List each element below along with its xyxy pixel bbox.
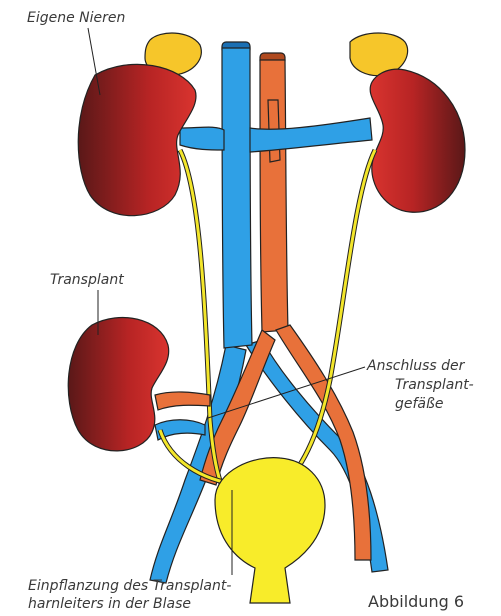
label-ureter-implant-line2: harnleiters in der Blase bbox=[28, 596, 191, 613]
label-vessel-connection-line1: Anschluss der bbox=[367, 358, 464, 375]
label-native-kidneys: Eigene Nieren bbox=[27, 10, 125, 27]
label-vessel-connection-line3: gefäße bbox=[395, 396, 443, 413]
label-transplant: Transplant bbox=[50, 272, 124, 289]
transplant-kidney bbox=[68, 318, 168, 451]
label-vessel-connection-line2: Transplant- bbox=[395, 377, 474, 394]
label-ureter-implant-line1: Einpflanzung des Transplant- bbox=[28, 578, 231, 595]
figure-caption: Abbildung 6 bbox=[368, 592, 464, 611]
native-kidney-left bbox=[78, 33, 201, 216]
vena-cava bbox=[222, 42, 252, 348]
